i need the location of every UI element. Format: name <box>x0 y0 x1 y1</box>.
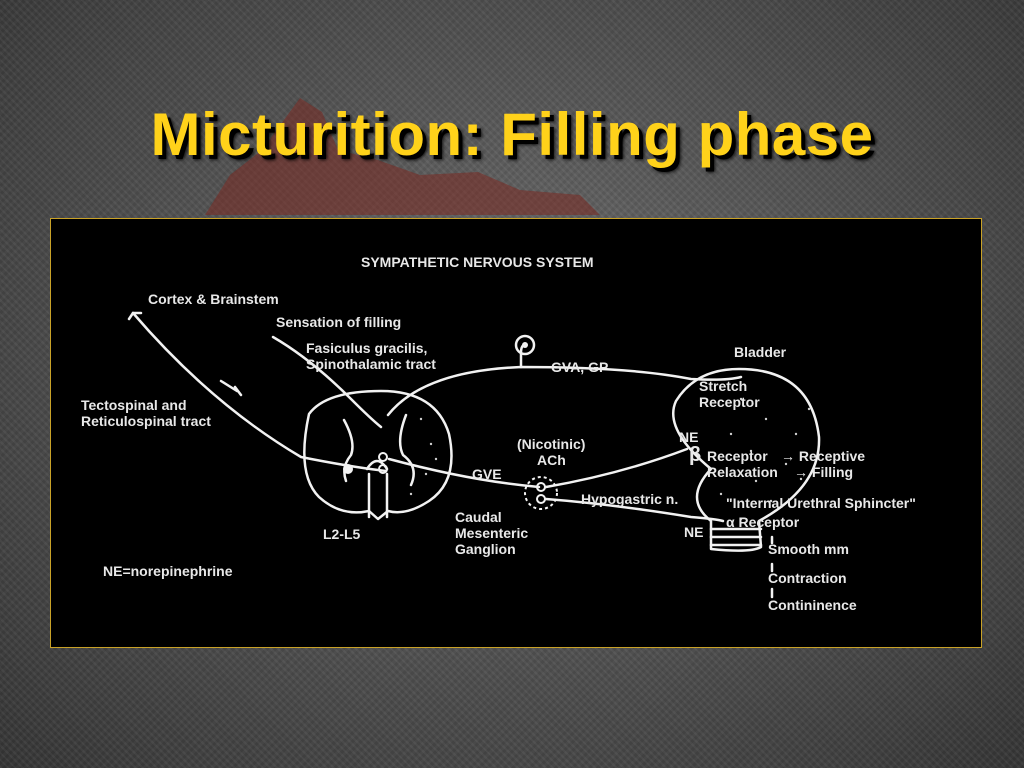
cortex-tract <box>131 311 388 473</box>
hypogastric-nerve <box>544 497 725 523</box>
label-ganglion: Ganglion <box>455 541 516 557</box>
label-gva: GVA, GP <box>551 359 609 375</box>
label-mesenteric: Mesenteric <box>455 525 529 541</box>
label-sensation: Sensation of filling <box>276 314 402 330</box>
label-receptive: → Receptive <box>781 448 866 464</box>
label-filling: → Filling <box>794 464 854 480</box>
grey-matter <box>342 413 415 519</box>
label-cord-level: L2-L5 <box>323 526 361 542</box>
cortex-fork-icon <box>127 311 143 321</box>
label-internal-urethral-sphincter: "Internal Urethral Sphincter" <box>726 495 916 511</box>
bladder-neck-icon <box>709 527 763 547</box>
label-gve: GVE <box>472 466 502 482</box>
legend-note: NE=norepinephrine <box>103 563 233 579</box>
label-ne-bottom: NE <box>684 524 704 540</box>
bladder-stipple <box>409 397 811 521</box>
label-hypogastric: Hypogastric n. <box>581 491 679 507</box>
bladder-icon <box>671 367 821 552</box>
label-fasiculus-2: Spinothalamic tract <box>306 356 436 372</box>
label-caudal: Caudal <box>455 509 502 525</box>
label-relaxation: Relaxation <box>707 464 778 480</box>
tectospinal-arrow-icon <box>219 379 243 397</box>
diagram-panel: SYMPATHETIC NERVOUS SYSTEM Cortex & Brai… <box>50 218 982 648</box>
label-contraction: Contraction <box>768 570 847 586</box>
sensation-tract <box>271 335 383 429</box>
gva-root <box>519 343 527 369</box>
label-ne-top: NE <box>679 429 699 445</box>
nerve-diagram <box>127 311 821 599</box>
label-tectospinal-1: Tectospinal and <box>81 397 187 413</box>
diagram-heading: SYMPATHETIC NERVOUS SYSTEM <box>361 254 594 270</box>
slide-title: Micturition: Filling phase <box>150 101 874 168</box>
label-smooth: Smooth mm <box>768 541 849 557</box>
label-ach: ACh <box>537 452 566 468</box>
label-tectospinal-2: Reticulospinal tract <box>81 413 211 429</box>
beta-symbol: β <box>689 444 702 466</box>
mesenteric-ganglion <box>524 476 558 510</box>
spinal-cord <box>303 389 453 521</box>
beta-branch <box>544 447 689 489</box>
label-continence: Contininence <box>768 597 857 613</box>
label-stretch-receptor: Receptor <box>699 394 760 410</box>
gve-efferent-path <box>387 457 541 489</box>
label-beta-receptor: Receptor <box>707 448 768 464</box>
label-alpha-receptor: α Receptor <box>726 514 800 530</box>
label-fasiculus-1: Fasiculus gracilis, <box>306 340 428 356</box>
label-cortex: Cortex & Brainstem <box>148 291 279 307</box>
dorsal-root-ganglion <box>514 334 536 356</box>
label-stretch: Stretch <box>699 378 748 394</box>
label-bladder: Bladder <box>734 344 787 360</box>
label-nicotinic: (Nicotinic) <box>517 436 586 452</box>
gva-afferent-path <box>386 365 743 417</box>
